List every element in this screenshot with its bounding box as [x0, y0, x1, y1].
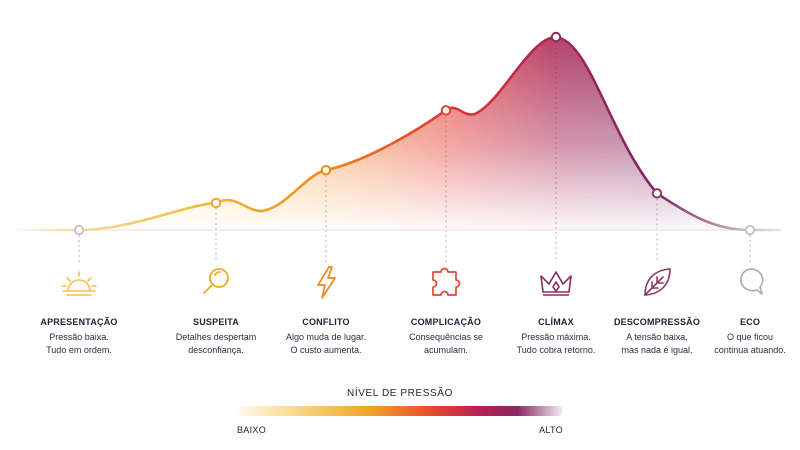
stage-description: Algo muda de lugar. O custo aumenta. — [285, 332, 367, 355]
puzzle-piece-icon — [426, 262, 466, 302]
stage-description: Detalhes despertam desconfiança. — [175, 332, 257, 355]
leaf-icon — [637, 262, 677, 302]
stage-suspeita: SUSPEITA Detalhes despertam desconfiança. — [161, 262, 271, 357]
stage-marker-descompressao — [651, 188, 663, 199]
sunrise-icon — [59, 262, 99, 302]
lightning-icon — [306, 262, 346, 302]
stage-title: CLÍMAX — [538, 317, 574, 327]
legend-high-label: ALTO — [539, 425, 563, 435]
stage-apresentacao: APRESENTAÇÃO Pressão baixa. Tudo em ordem… — [24, 262, 134, 357]
stage-descompressao: DESCOMPRESSÃO A tensão baixa, mas nada é … — [602, 262, 712, 357]
stage-climax: CLÍMAX Pressão máxima. Tudo cobra retorno… — [501, 262, 611, 357]
speech-bubble-icon — [730, 262, 770, 302]
stage-marker-conflito — [320, 164, 332, 176]
stage-description: Pressão baixa. Tudo em ordem. — [46, 332, 112, 355]
pressure-gradient-bar — [237, 406, 563, 416]
stage-description: A tensão baixa, mas nada é igual. — [621, 332, 693, 355]
stage-description: Consequências se acumulam. — [408, 332, 484, 355]
stage-marker-eco — [744, 224, 756, 236]
stage-title: COMPLICAÇÃO — [410, 317, 482, 327]
stage-title: ECO — [739, 317, 761, 327]
stage-marker-apresentacao — [73, 224, 85, 236]
stage-complicacao: COMPLICAÇÃO Consequências se acumulam. — [391, 262, 501, 357]
legend-low-label: BAIXO — [237, 425, 267, 435]
stage-conflito: CONFLITO Algo muda de lugar. O custo aume… — [271, 262, 381, 357]
stage-title: SUSPEITA — [193, 317, 239, 327]
stage-description: O que ficou continua atuando. — [714, 332, 786, 355]
stage-marker-complicacao — [440, 105, 452, 116]
pressure-area-fill — [18, 37, 780, 230]
stage-marker-climax — [550, 31, 562, 43]
stage-title: DESCOMPRESSÃO — [613, 317, 701, 327]
magnifier-icon — [196, 262, 236, 302]
stage-title: CONFLITO — [302, 317, 350, 327]
stage-title: APRESENTAÇÃO — [40, 317, 118, 327]
crown-icon — [536, 262, 576, 302]
pressure-curve-line — [16, 35, 782, 232]
stage-eco: ECO O que ficou continua atuando. — [695, 262, 800, 357]
legend-title: NÍVEL DE PRESSÃO — [347, 388, 453, 399]
stage-description: Pressão máxima. Tudo cobra retorno. — [516, 332, 596, 355]
stage-marker-suspeita — [210, 197, 222, 209]
